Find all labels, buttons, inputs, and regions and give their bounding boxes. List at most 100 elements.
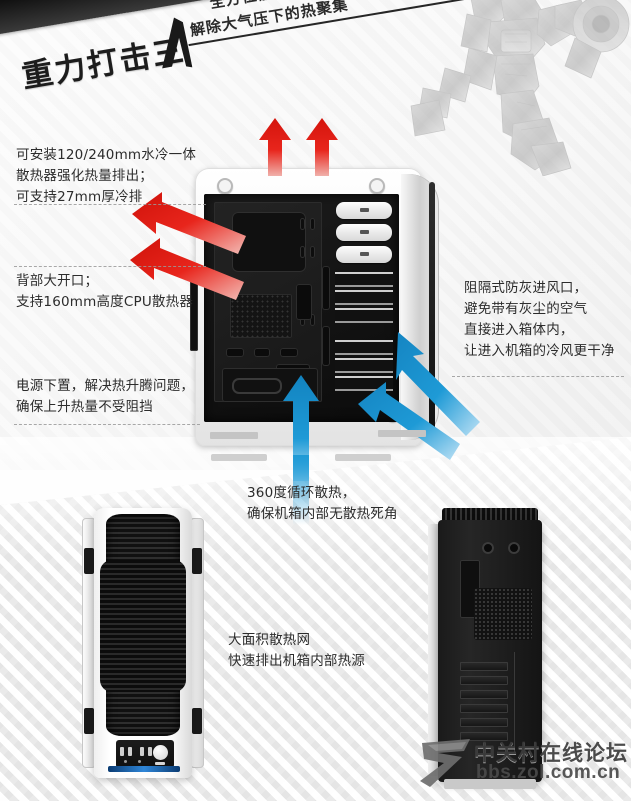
cable-grommet-1 xyxy=(300,218,305,230)
audio-jack-2[interactable] xyxy=(148,747,152,756)
tray-slot-2 xyxy=(254,348,270,357)
hdd-bay-6 xyxy=(335,376,393,391)
annotation-top-left-line-2: 散热器强化热量排出； xyxy=(16,168,153,184)
front-mesh-panel xyxy=(100,514,186,736)
front-view-chassis xyxy=(94,508,192,778)
rear-view-chassis xyxy=(438,520,542,782)
tray-ventilation-mesh xyxy=(230,294,292,338)
rear-io-strip xyxy=(190,275,198,351)
cable-grommet-2 xyxy=(310,218,315,230)
annotation-lower-middle-line-1: 大面积散热网 xyxy=(228,632,311,648)
annotation-lower-middle: 大面积散热网 快速排出机箱内部热源 xyxy=(228,630,365,672)
pci-slot-5 xyxy=(460,718,508,727)
cable-grommet-3 xyxy=(300,246,305,258)
annotation-mid-left-line-1: 背部大开口； xyxy=(16,273,99,289)
hdd-bay-5 xyxy=(335,358,393,373)
pci-slot-6 xyxy=(460,732,508,741)
leader-line-bottom-left xyxy=(14,424,200,425)
audio-jack-1[interactable] xyxy=(140,747,144,756)
case-screw-top-right xyxy=(369,178,385,194)
annotation-right-line-2: 避免带有灰尘的空气 xyxy=(464,301,588,317)
front-view-side-right xyxy=(190,518,204,768)
tray-slot-3 xyxy=(280,348,298,357)
water-cooling-grommet-1 xyxy=(482,542,494,554)
product-front-view xyxy=(78,508,208,793)
case-foot-left xyxy=(211,454,267,461)
watermark: 中关村在线论坛 bbs.zol.com.cn xyxy=(418,735,628,793)
annotation-center-bottom: 360度循环散热， 确保机箱内部无散热死角 xyxy=(247,483,398,525)
psu-bracket-handle xyxy=(232,378,282,394)
front-view-clip-lower-left xyxy=(84,708,94,734)
front-view-clip-lower-right xyxy=(192,708,202,734)
led-indicator-hdd xyxy=(138,760,141,763)
watermark-site-name: 中关村在线论坛 xyxy=(474,741,628,765)
watermark-url: bbs.zol.com.cn xyxy=(476,762,621,783)
rear-view-foot xyxy=(444,779,536,789)
case-foot-right xyxy=(335,454,391,461)
pci-slot-2 xyxy=(460,676,508,685)
annotation-right-line-3: 直接进入箱体内， xyxy=(464,322,574,338)
annotation-center-bottom-line-2: 确保机箱内部无散热死角 xyxy=(247,506,398,522)
product-rear-view xyxy=(420,500,570,795)
pci-slot-1 xyxy=(460,662,508,671)
annotation-bottom-left-line-1: 电源下置，解决热升腾问题， xyxy=(16,378,195,394)
power-button[interactable] xyxy=(153,745,168,760)
leader-line-right xyxy=(452,376,624,377)
intake-arrow-bottom-icon xyxy=(283,375,319,481)
reset-button[interactable] xyxy=(155,762,165,765)
hdd-bay-2 xyxy=(335,290,393,305)
accent-bar-right xyxy=(378,430,426,437)
divider-slot-1 xyxy=(322,266,330,310)
front-view-clip-upper-right xyxy=(192,548,202,574)
leader-line-mid-left xyxy=(14,266,206,267)
annotation-mid-left: 背部大开口； 支持160mm高度CPU散热器 xyxy=(16,271,193,313)
cable-grommet-6 xyxy=(310,314,315,326)
tray-slot-1 xyxy=(226,348,244,357)
annotation-bottom-left: 电源下置，解决热升腾问题， 确保上升热量不受阻挡 xyxy=(16,376,194,418)
optical-bay-2 xyxy=(336,224,392,241)
usb-port-1[interactable] xyxy=(120,747,124,756)
optical-bay-3 xyxy=(336,246,392,263)
water-cooling-grommet-2 xyxy=(508,542,520,554)
annotation-right: 阻隔式防灰进风口， 避免带有灰尘的空气 直接进入箱体内， 让进入机箱的冷风更干净 xyxy=(464,278,615,362)
front-view-clip-upper-left xyxy=(84,548,94,574)
annotation-top-left: 可安装120/240mm水冷一体 散热器强化热量排出； 可支持27mm厚冷排 xyxy=(16,145,196,208)
front-led-strip xyxy=(108,766,180,772)
hdd-bay-4 xyxy=(335,340,393,355)
optical-bay-1 xyxy=(336,202,392,219)
rear-view-side-panel xyxy=(428,524,440,776)
annotation-mid-left-line-2: 支持160mm高度CPU散热器 xyxy=(16,294,194,310)
annotation-bottom-left-line-2: 确保上升热量不受阻挡 xyxy=(16,399,153,415)
cable-grommet-4 xyxy=(310,246,315,258)
rear-exhaust-grill xyxy=(474,588,532,640)
intake-arrow-front-lower-icon xyxy=(358,382,460,460)
cpu-cooler-cutout xyxy=(232,212,306,272)
hdd-bay-3 xyxy=(335,308,393,323)
pci-slot-3 xyxy=(460,690,508,699)
usb-port-2[interactable] xyxy=(128,747,132,756)
pci-slot-4 xyxy=(460,704,508,713)
rear-panel-seam xyxy=(514,652,515,752)
leader-line-top-left xyxy=(14,204,206,205)
annotation-top-left-line-1: 可安装120/240mm水冷一体 xyxy=(16,147,197,163)
cable-routing-slot xyxy=(296,284,312,320)
exhaust-arrow-rear-upper-icon xyxy=(132,192,246,254)
zol-logo-icon xyxy=(420,739,470,787)
case-screw-top-left xyxy=(217,178,233,194)
cable-grommet-5 xyxy=(300,314,305,326)
annotation-top-left-line-3: 可支持27mm厚冷排 xyxy=(16,189,143,205)
front-view-side-left xyxy=(82,518,96,768)
annotation-lower-middle-line-2: 快速排出机箱内部热源 xyxy=(228,653,365,669)
intake-arrow-front-upper-icon xyxy=(396,332,480,436)
front-io-panel xyxy=(116,740,174,768)
robot-decoration-icon xyxy=(410,0,630,176)
annotation-right-line-1: 阻隔式防灰进风口， xyxy=(464,280,588,296)
hdd-bay-1 xyxy=(335,272,393,287)
annotation-right-line-4: 让进入机箱的冷风更干净 xyxy=(464,343,615,359)
divider-slot-2 xyxy=(322,326,330,366)
drive-bay-column xyxy=(334,200,394,414)
led-indicator-power xyxy=(124,760,127,763)
accent-bar-left xyxy=(210,432,258,439)
exhaust-arrow-rear-lower-icon xyxy=(130,238,244,300)
